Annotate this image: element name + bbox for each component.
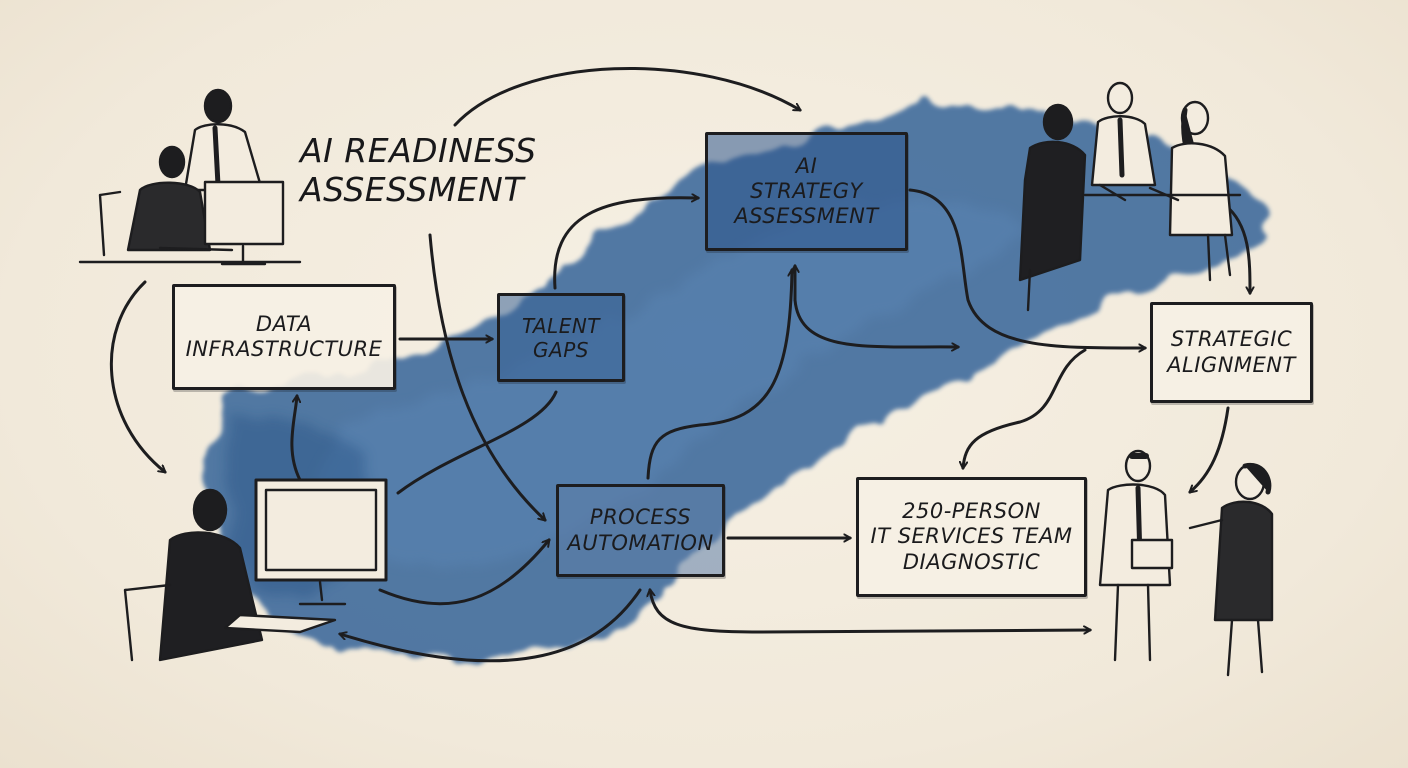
node-data-infrastructure-label: DATA INFRASTRUCTURE [185,311,383,361]
arrow-title-to-process [428,233,545,522]
arrow-strategic-to-person [1190,406,1230,494]
node-talent-gaps-label: TALENT GAPS [521,313,601,362]
node-data-infrastructure: DATA INFRASTRUCTURE [172,284,396,390]
arrow-title-to-ai [453,66,800,127]
node-strategic-alignment: STRATEGIC ALIGNMENT [1150,302,1313,403]
business-pair-illustration [1098,449,1274,677]
desk-workers-illustration [78,88,302,266]
computer-user-illustration [123,478,388,662]
node-team-diagnostic: 250-PERSON IT SERVICES TEAM DIAGNOSTIC [856,477,1087,597]
arrow-monitor-to-process [378,540,551,606]
diagram-title: AI READINESS ASSESSMENT [300,131,537,209]
arrow-ai-to-strategic [908,188,1145,348]
connectors [109,66,1250,663]
meeting-group-illustration [1018,81,1242,312]
arrow-monitor-to-talent [396,390,558,495]
arrow-process-to-desk [340,588,642,663]
node-team-diagnostic-label: 250-PERSON IT SERVICES TEAM DIAGNOSTIC [870,499,1073,574]
arrow-desk-to-computer [109,280,165,474]
node-process-automation: PROCESS AUTOMATION [556,484,725,577]
arrow-people-to-strategic [1223,203,1250,293]
arrow-strategic-to-team [963,348,1087,468]
arrow-talent-to-ai [553,198,698,290]
node-strategic-alignment-label: STRATEGIC ALIGNMENT [1167,327,1296,377]
node-process-automation-label: PROCESS AUTOMATION [567,505,714,555]
node-ai-strategy-assessment-label: AI STRATEGY ASSESSMENT [734,153,879,229]
node-talent-gaps: TALENT GAPS [497,293,625,382]
arrow-computer-to-data [290,396,302,482]
arrow-process-to-person [650,590,1090,632]
arrow-ai-to-mid [793,298,958,347]
node-ai-strategy-assessment: AI STRATEGY ASSESSMENT [705,132,908,251]
arrow-process-to-ai [646,270,792,480]
